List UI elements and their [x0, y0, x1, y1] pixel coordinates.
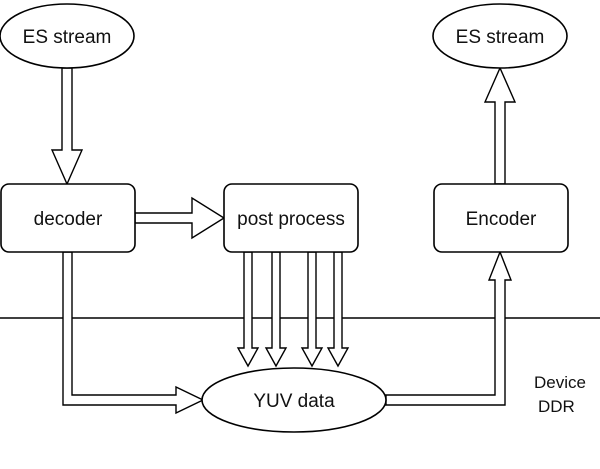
device-ddr-label: Device DDR [534, 373, 586, 416]
arrow-decoder-to-post-process [134, 196, 226, 240]
arrow-decoder-to-yuv-data [62, 251, 205, 415]
decoder-node: decoder [0, 183, 136, 253]
arrow-post-process-to-yuv-3 [300, 251, 324, 368]
arrow-es-stream-to-decoder [50, 67, 84, 186]
post-process-box [223, 183, 359, 253]
es-stream-output-shape [432, 3, 568, 69]
arrow-post-process-to-yuv-4 [326, 251, 350, 368]
decoder-label: decoder [34, 209, 103, 230]
yuv-data-label: YUV data [253, 391, 335, 412]
post-process-node: post process [223, 183, 359, 253]
post-process-label: post process [237, 209, 345, 230]
arrow-encoder-to-es-stream [483, 66, 517, 185]
encoder-node: Encoder [433, 183, 569, 253]
es-stream-input-node: ES stream [0, 3, 135, 69]
encoder-label: Encoder [466, 209, 537, 230]
device-ddr-label-line2: DDR [538, 397, 575, 416]
yuv-data-shape [201, 367, 387, 433]
arrow-yuv-data-to-encoder [385, 250, 513, 406]
es-stream-output-label: ES stream [456, 27, 545, 48]
yuv-data-node: YUV data [201, 367, 387, 433]
encoder-box [433, 183, 569, 253]
es-stream-input-label: ES stream [23, 27, 112, 48]
arrow-post-process-to-yuv-1 [236, 251, 260, 368]
es-stream-output-node: ES stream [432, 3, 568, 69]
decoder-box [0, 183, 136, 253]
es-stream-input-shape [0, 3, 135, 69]
arrow-post-process-to-yuv-2 [264, 251, 288, 368]
device-ddr-label-line1: Device [534, 373, 586, 392]
